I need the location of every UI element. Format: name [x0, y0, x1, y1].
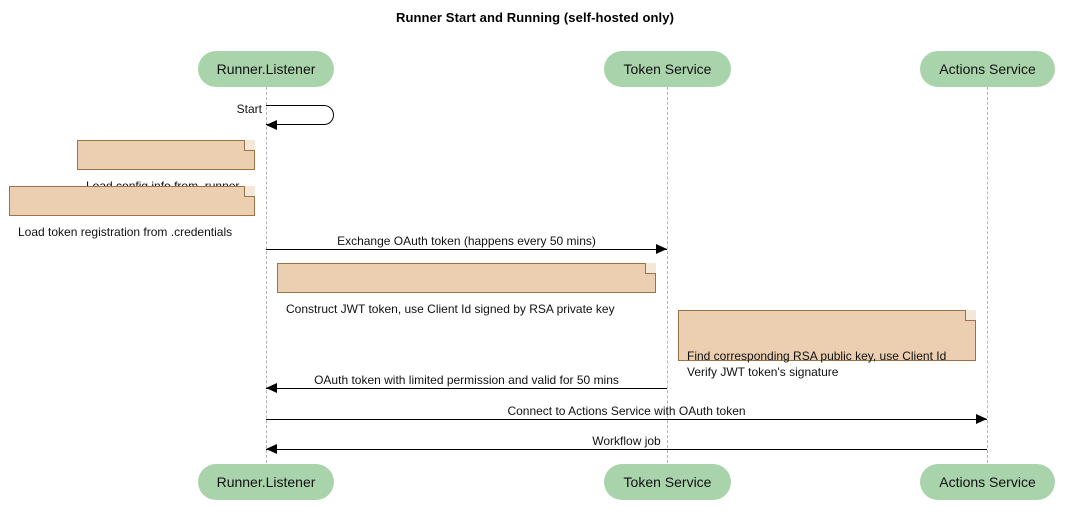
note-verify-jwt-signature: Find corresponding RSA public key, use C… — [678, 310, 976, 379]
message-label-oauth-token-return: OAuth token with limited permission and … — [314, 373, 619, 387]
arrowhead-connect-actions-service — [976, 414, 987, 424]
note-text: Load token registration from .credential… — [18, 225, 233, 239]
participant-label: Token Service — [623, 474, 712, 490]
message-line-oauth-token-return — [266, 388, 667, 389]
participant-label: Actions Service — [939, 474, 1036, 490]
message-label-exchange-oauth-token: Exchange OAuth token (happens every 50 m… — [337, 234, 596, 248]
note-text: Find corresponding RSA public key, use C… — [687, 349, 947, 379]
note-fold-icon — [645, 263, 656, 274]
diagram-title: Runner Start and Running (self-hosted on… — [395, 10, 675, 25]
participant-label: Token Service — [623, 61, 712, 77]
participant-label: Runner.Listener — [216, 61, 316, 77]
participant-token-service-top[interactable]: Token Service — [604, 51, 731, 87]
lifeline-actions — [987, 87, 988, 463]
message-line-connect-actions-service — [266, 419, 987, 420]
message-label-workflow-job: Workflow job — [592, 434, 661, 448]
participant-label: Actions Service — [939, 61, 1036, 77]
note-fold-icon — [965, 310, 976, 321]
note-construct-jwt-token: Construct JWT token, use Client Id signe… — [277, 263, 656, 316]
message-label-start: Start — [236, 102, 262, 116]
message-line-exchange-oauth-token — [266, 249, 667, 250]
note-load-config: Load config info from .runner — [77, 140, 255, 193]
participant-runner-listener-bottom[interactable]: Runner.Listener — [198, 464, 334, 500]
message-line-workflow-job — [266, 449, 987, 450]
arrowhead-start — [266, 120, 277, 130]
participant-actions-service-bottom[interactable]: Actions Service — [920, 464, 1055, 500]
participant-runner-listener-top[interactable]: Runner.Listener — [198, 51, 334, 87]
participant-token-service-bottom[interactable]: Token Service — [604, 464, 731, 500]
note-fold-icon — [244, 186, 255, 197]
arrowhead-oauth-token-return — [266, 383, 277, 393]
note-text: Construct JWT token, use Client Id signe… — [286, 302, 615, 316]
participant-label: Runner.Listener — [216, 474, 316, 490]
lifeline-runner — [266, 87, 267, 463]
participant-actions-service-top[interactable]: Actions Service — [920, 51, 1055, 87]
message-self-loop-start — [266, 105, 334, 125]
note-fold-icon — [244, 140, 255, 151]
message-label-connect-actions-service: Connect to Actions Service with OAuth to… — [507, 404, 746, 418]
arrowhead-workflow-job — [266, 444, 277, 454]
lifeline-token — [667, 87, 668, 463]
note-load-token-registration: Load token registration from .credential… — [9, 186, 255, 239]
arrowhead-exchange-oauth-token — [656, 244, 667, 254]
